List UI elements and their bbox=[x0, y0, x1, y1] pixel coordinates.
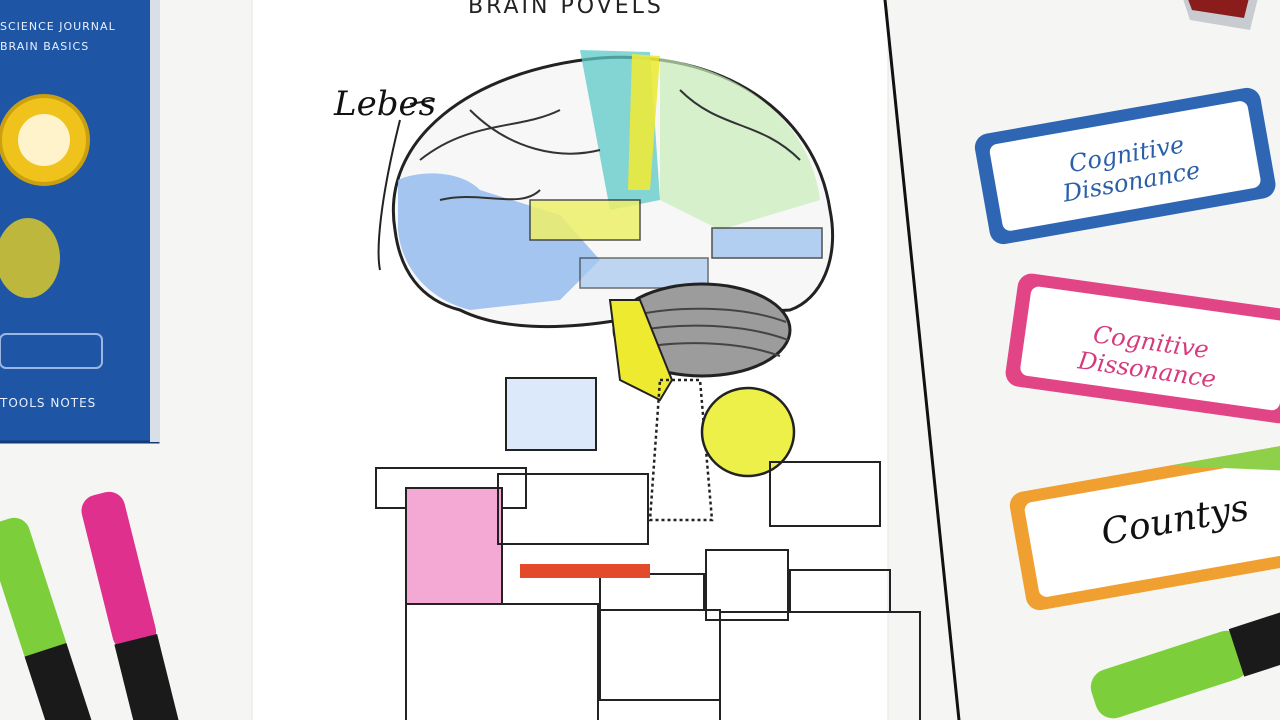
brain-illustration bbox=[391, 50, 835, 522]
book-footer-text: TOOLS NOTES bbox=[0, 396, 97, 410]
temporal-yellow bbox=[608, 299, 674, 402]
blue-note-box bbox=[505, 377, 597, 451]
color-legend-bar bbox=[520, 564, 650, 578]
brain-label-yellow bbox=[529, 199, 641, 241]
book-title-line-1: SCIENCE JOURNAL bbox=[0, 20, 116, 33]
pink-sticky-note bbox=[405, 487, 503, 605]
green-marker-right bbox=[1090, 604, 1280, 719]
lobes-label: Lebes bbox=[334, 84, 437, 124]
book-title-line-2: BRAIN BASICS bbox=[0, 40, 90, 53]
orange-label-card bbox=[1009, 442, 1280, 611]
brainstem bbox=[648, 378, 714, 522]
annotation-notes bbox=[375, 99, 921, 720]
blue-label-card bbox=[974, 87, 1276, 245]
brain-yellow-strip bbox=[628, 54, 660, 190]
mug bbox=[1183, 0, 1258, 30]
brain-green-region bbox=[660, 58, 820, 230]
green-marker bbox=[0, 517, 95, 720]
book-pattern bbox=[0, 218, 60, 298]
brain-blue-region bbox=[398, 173, 600, 310]
pink-marker bbox=[81, 491, 182, 720]
book-label-box bbox=[0, 333, 103, 369]
yellow-note-bubble bbox=[700, 386, 796, 478]
pink-label-card bbox=[1005, 273, 1280, 424]
blue-book bbox=[0, 0, 160, 444]
brain-label-blue bbox=[711, 227, 823, 259]
worksheet-title: BRAIN POVELS bbox=[468, 0, 664, 19]
